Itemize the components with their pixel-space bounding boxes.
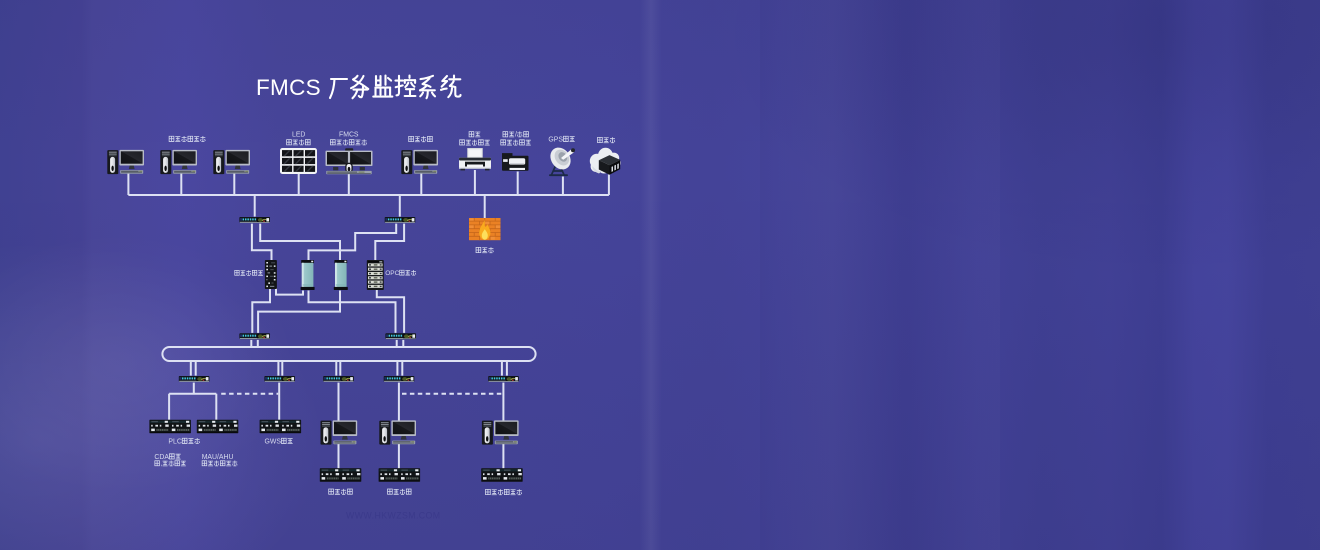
svg-text:/: /: [515, 132, 517, 139]
svg-text:,: ,: [161, 461, 163, 468]
svg-text:WWW.HKWZSM.COM: WWW.HKWZSM.COM: [346, 511, 441, 521]
svg-text:FMCS: FMCS: [339, 132, 359, 139]
svg-text:MAU/AHU: MAU/AHU: [202, 454, 234, 461]
svg-text:OPC: OPC: [385, 270, 399, 277]
svg-text:FMCS: FMCS: [256, 75, 321, 100]
svg-text:PLC: PLC: [168, 438, 181, 445]
svg-text:CDA: CDA: [154, 454, 169, 461]
svg-text:GWS: GWS: [265, 438, 282, 445]
svg-text:LED: LED: [292, 132, 305, 139]
svg-text:GPS: GPS: [548, 136, 563, 143]
